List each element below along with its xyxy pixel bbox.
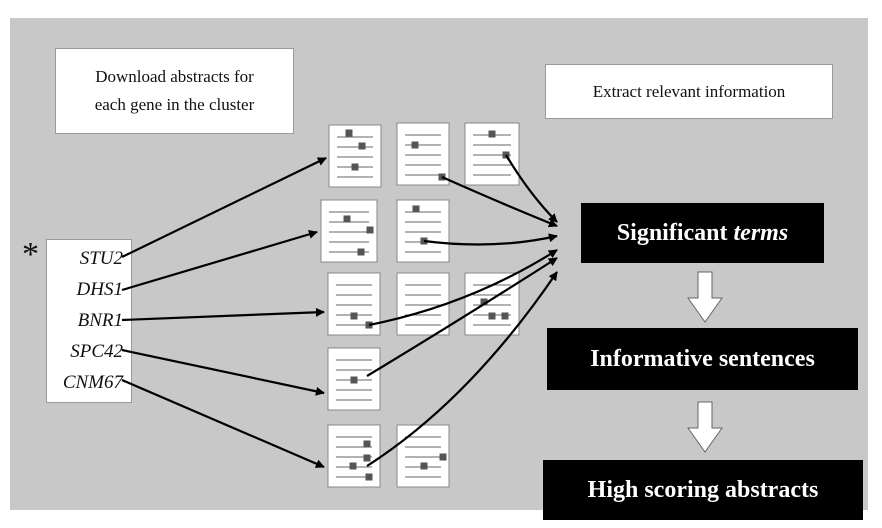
abstract-document [396, 199, 450, 263]
connector-arrow [121, 378, 325, 469]
connector-arrow [441, 175, 558, 228]
gene-bnr1: BNR1 [77, 310, 123, 331]
term-highlight-mark [366, 226, 374, 234]
significant-terms-italic: terms [733, 219, 789, 246]
term-highlight-mark [349, 462, 357, 470]
term-highlight-mark [350, 376, 358, 384]
term-highlight-mark [412, 205, 420, 213]
connector-arrow [423, 233, 558, 246]
term-highlight-mark [439, 453, 447, 461]
abstract-document [327, 272, 381, 336]
gene-cluster-box: STU2 DHS1 BNR1 SPC42 CNM67 [46, 239, 132, 403]
connector-arrows [121, 154, 558, 469]
high-scoring-abstracts-box: High scoring abstracts [543, 460, 863, 520]
high-scoring-abstracts-label: High scoring abstracts [587, 476, 819, 503]
abstract-document [320, 199, 378, 263]
abstract-document [327, 347, 381, 411]
term-highlight-mark [345, 129, 353, 137]
gene-cnm67: CNM67 [62, 372, 123, 393]
document-page [396, 272, 450, 336]
abstract-document [464, 122, 520, 186]
extract-information-label: Extract relevant information [592, 81, 786, 101]
abstract-document [464, 272, 520, 336]
download-abstracts-line-1: Download abstracts for [95, 67, 254, 86]
connector-arrow [121, 307, 325, 322]
document-page [464, 272, 520, 336]
term-highlight-mark [501, 312, 509, 320]
gene-stu2: STU2 [79, 248, 123, 269]
term-highlight-mark [363, 454, 371, 462]
connector-arrow [505, 154, 558, 223]
informative-sentences-label: Informative sentences [590, 345, 815, 372]
term-highlight-mark [488, 312, 496, 320]
significant-terms-box: Significant terms [581, 203, 824, 263]
connector-arrow [366, 271, 558, 467]
extract-information-box: Extract relevant information [545, 64, 833, 119]
term-highlight-mark [411, 141, 419, 149]
term-highlight-mark [420, 462, 428, 470]
abstract-document [396, 272, 450, 336]
term-highlight-mark [350, 312, 358, 320]
significant-terms-prefix: Significant [616, 219, 734, 246]
gene-dhs1: DHS1 [76, 279, 123, 300]
informative-sentences-box: Informative sentences [547, 328, 858, 390]
down-arrow-2 [687, 401, 723, 453]
term-highlight-mark [488, 130, 496, 138]
abstract-document [327, 424, 381, 488]
term-highlight-mark [363, 440, 371, 448]
abstract-document [396, 424, 450, 488]
down-arrow-1 [687, 271, 723, 323]
term-highlight-mark [351, 163, 359, 171]
connector-arrow [366, 257, 558, 377]
connector-arrow [121, 348, 325, 396]
gene-spc42: SPC42 [70, 341, 123, 362]
connector-arrow [121, 157, 327, 258]
connector-arrow [368, 249, 558, 327]
asterisk-marker: * [22, 236, 39, 273]
download-abstracts-line-2: each gene in the cluster [94, 95, 255, 114]
connector-arrow [121, 229, 318, 292]
document-page [396, 199, 450, 263]
abstract-documents [320, 122, 520, 488]
term-highlight-mark [358, 142, 366, 150]
abstract-document [396, 122, 450, 186]
term-highlight-mark [357, 248, 365, 256]
term-highlight-mark [480, 298, 488, 306]
document-page [328, 124, 382, 188]
term-highlight-mark [365, 473, 373, 481]
download-abstracts-box: Download abstracts for each gene in the … [55, 48, 294, 134]
abstract-document [328, 124, 382, 188]
term-highlight-mark [343, 215, 351, 223]
